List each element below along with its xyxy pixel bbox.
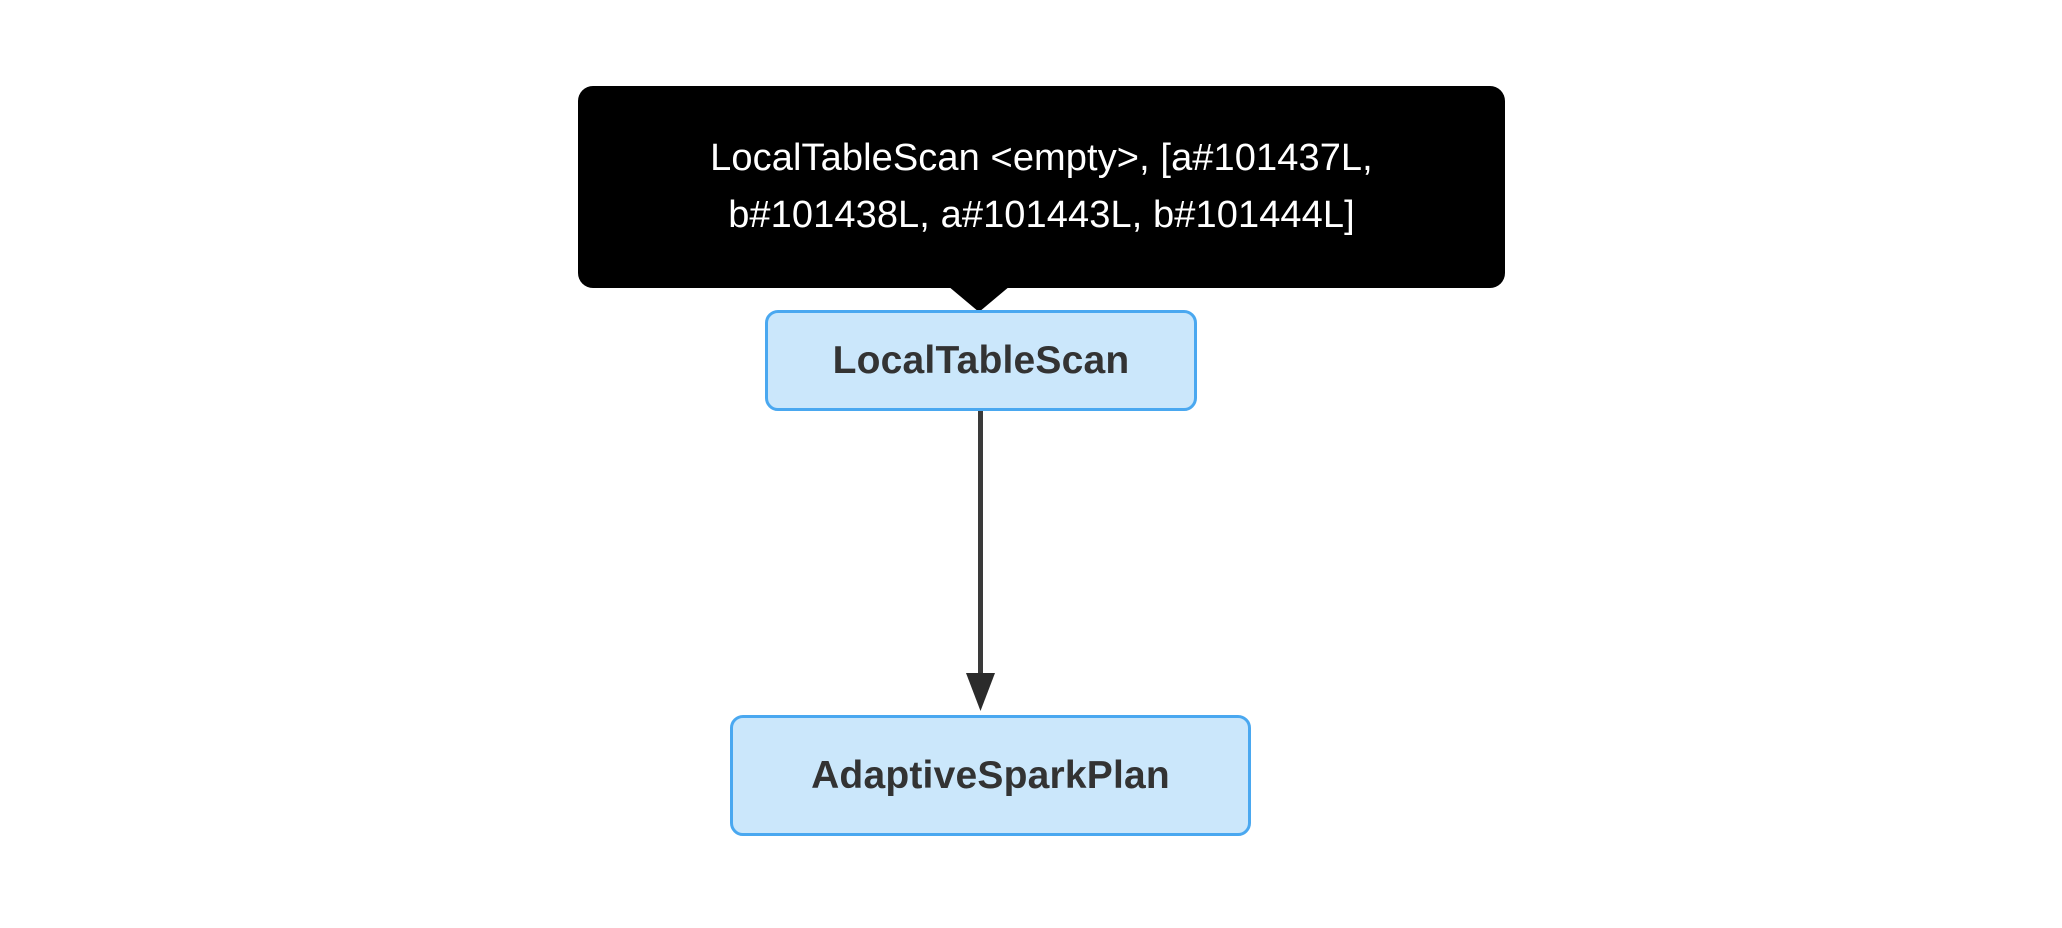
plan-node-label: AdaptiveSparkPlan: [811, 753, 1170, 797]
tooltip-pointer-icon: [948, 286, 1010, 312]
plan-node-localtablescan[interactable]: LocalTableScan: [765, 310, 1197, 411]
node-tooltip: LocalTableScan <empty>, [a#101437L, b#10…: [578, 86, 1505, 288]
tooltip-line-1: LocalTableScan <empty>, [a#101437L,: [710, 137, 1373, 179]
edge-localtablescan-to-adaptivesparkplan: [966, 405, 995, 711]
plan-node-label: LocalTableScan: [832, 338, 1130, 382]
plan-node-adaptivesparkplan[interactable]: AdaptiveSparkPlan: [730, 715, 1251, 836]
tooltip-line-2: b#101438L, a#101443L, b#101444L]: [728, 194, 1355, 236]
